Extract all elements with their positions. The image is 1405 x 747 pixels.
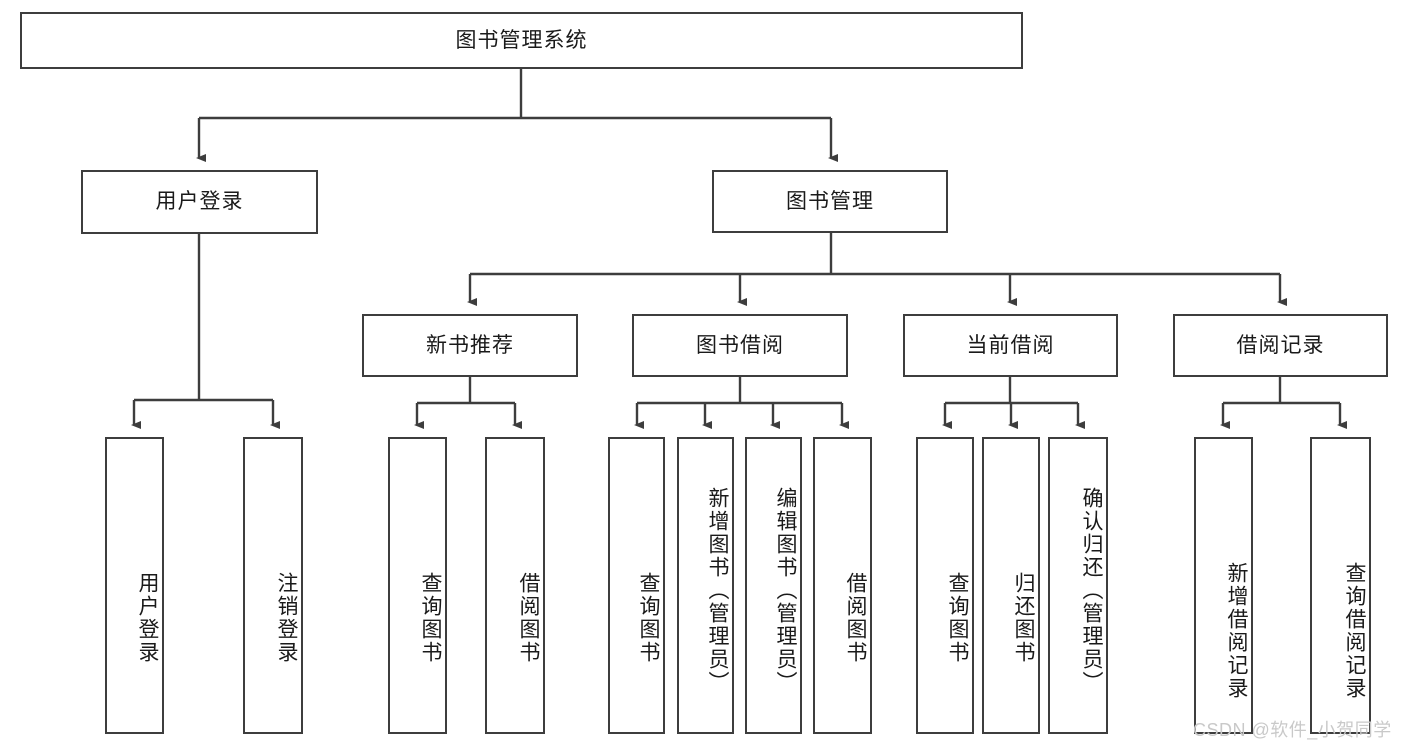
node-current-borrow[interactable]: 当前借阅: [903, 314, 1118, 377]
leaf-borrow-borrow-book[interactable]: 借阅图书: [813, 437, 872, 734]
leaf-current-confirm-return-admin[interactable]: 确认归还（管理员）: [1048, 437, 1108, 734]
watermark: CSDN @软件_小贺同学: [1193, 720, 1392, 740]
leaf-current-return-book[interactable]: 归还图书: [982, 437, 1040, 734]
leaf-user-login[interactable]: 用户登录: [105, 437, 164, 734]
node-book-management[interactable]: 图书管理: [712, 170, 948, 233]
leaf-borrow-add-book-admin[interactable]: 新增图书（管理员）: [677, 437, 734, 734]
node-book-borrow[interactable]: 图书借阅: [632, 314, 848, 377]
leaf-record-query-borrow-record[interactable]: 查询借阅记录: [1310, 437, 1371, 734]
node-user-login[interactable]: 用户登录: [81, 170, 318, 234]
leaf-user-logout[interactable]: 注销登录: [243, 437, 303, 734]
leaf-borrow-edit-book-admin[interactable]: 编辑图书（管理员）: [745, 437, 802, 734]
leaf-record-add-borrow-record[interactable]: 新增借阅记录: [1194, 437, 1253, 734]
node-book-management-system[interactable]: 图书管理系统: [20, 12, 1023, 69]
node-borrow-record[interactable]: 借阅记录: [1173, 314, 1388, 377]
leaf-current-query-book[interactable]: 查询图书: [916, 437, 974, 734]
leaf-recommend-borrow-book[interactable]: 借阅图书: [485, 437, 545, 734]
node-new-book-recommend[interactable]: 新书推荐: [362, 314, 578, 377]
leaf-borrow-query-book[interactable]: 查询图书: [608, 437, 665, 734]
leaf-recommend-query-book[interactable]: 查询图书: [388, 437, 447, 734]
